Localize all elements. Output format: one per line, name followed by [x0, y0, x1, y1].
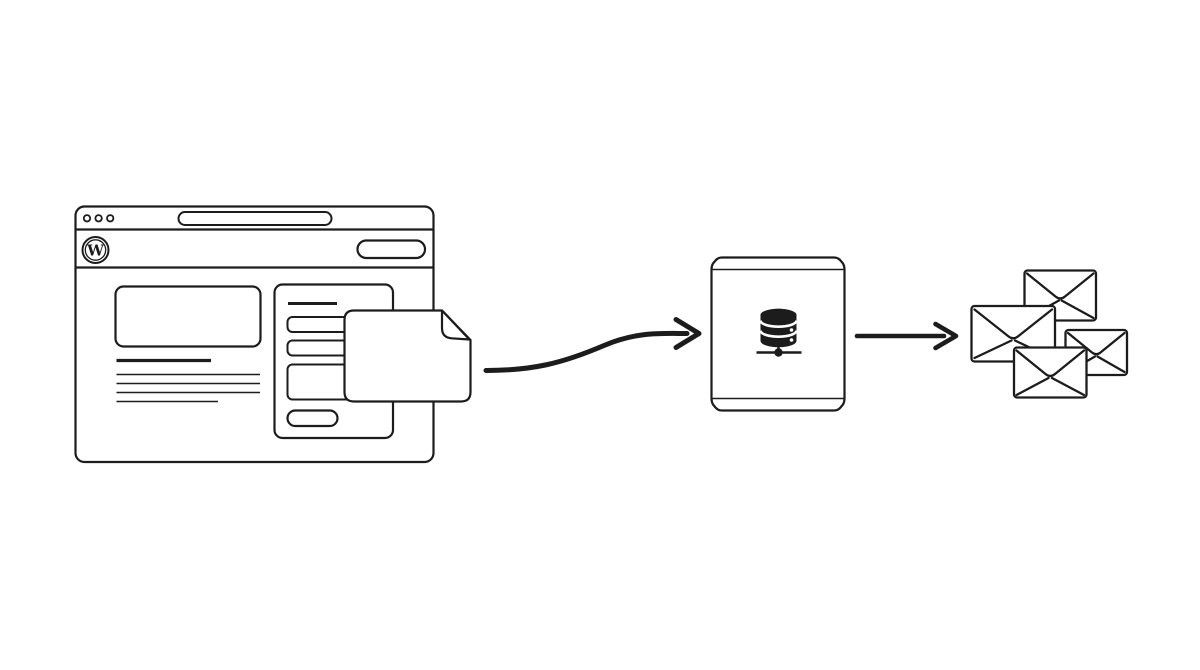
document-icon [343, 309, 472, 403]
wordpress-logo-icon: W [81, 236, 110, 264]
hero-image-placeholder [114, 285, 262, 348]
document-body [343, 309, 472, 403]
arrowhead-icon [673, 317, 702, 350]
form-submit-button [286, 409, 339, 428]
wordpress-w-glyph: W [86, 242, 105, 260]
traffic-lights-icon [82, 214, 115, 223]
email-cluster [970, 269, 1129, 399]
arrow-curve [483, 330, 690, 373]
envelope-icon [1012, 346, 1088, 399]
page-content-left [114, 285, 262, 403]
arrowhead-icon [933, 321, 959, 351]
nav-button [356, 239, 427, 260]
flow-arrow-site-to-database [483, 317, 702, 373]
flow-arrow-database-to-emails [854, 321, 959, 351]
network-node-dot [774, 348, 783, 357]
document-folded-corner [440, 309, 471, 341]
database-icon [756, 308, 802, 357]
address-bar [177, 211, 333, 226]
database-server-box [710, 256, 846, 412]
